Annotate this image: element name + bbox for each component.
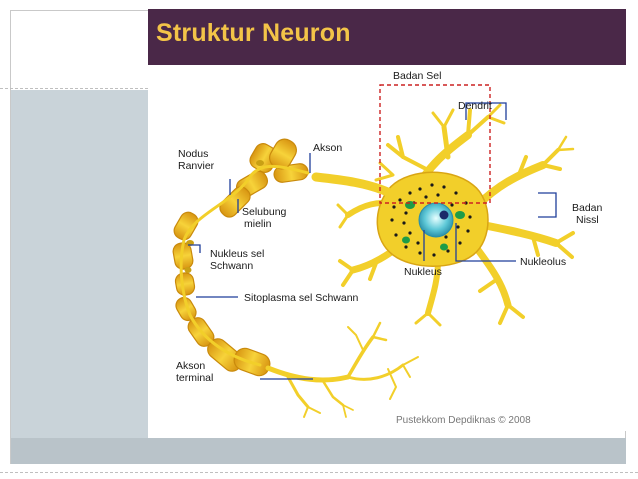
title-bar: Struktur Neuron <box>148 9 626 65</box>
cell-body-bracket <box>379 84 491 204</box>
label-schwann: Schwann <box>210 260 253 272</box>
green-granules <box>402 201 465 251</box>
bottom-divider-line <box>0 472 638 473</box>
label-selubung: Selubung <box>242 206 287 218</box>
label-lines <box>188 102 557 380</box>
label-dendrit: Dendrit <box>458 100 492 112</box>
axon-initial <box>311 172 395 198</box>
neuron-diagram: Badan Sel Dendrit Akson Nodus Ranvier Se… <box>148 65 626 431</box>
neuron-diagram-svg: Badan Sel Dendrit Akson Nodus Ranvier Se… <box>172 70 603 426</box>
label-nodus: Nodus <box>178 148 208 160</box>
divider-line <box>0 88 148 89</box>
bottom-strip <box>11 438 626 464</box>
label-nukleus-sel: Nukleus sel <box>210 248 264 260</box>
axon-terminal <box>265 321 419 418</box>
dendrites <box>336 103 575 327</box>
image-credit: Pustekkom Depdiknas © 2008 <box>396 415 531 426</box>
label-nukleus: Nukleus <box>404 266 442 278</box>
label-sitoplasma-sel-schwann: Sitoplasma sel Schwann <box>244 292 359 304</box>
label-badan: Badan <box>572 202 603 214</box>
label-akson-terminal-1: Akson <box>176 360 205 372</box>
label-ranvier: Ranvier <box>178 160 215 172</box>
label-badan-sel: Badan Sel <box>393 70 441 82</box>
label-nukleolus: Nukleolus <box>520 256 566 268</box>
label-nissl: Nissl <box>576 214 599 226</box>
slide-title: Struktur Neuron <box>156 19 351 47</box>
nucleolus <box>439 210 449 220</box>
left-side-panel <box>11 90 148 464</box>
diagram-labels: Badan Sel Dendrit Akson Nodus Ranvier Se… <box>176 70 603 426</box>
label-akson-terminal-2: terminal <box>176 372 213 384</box>
label-mielin: mielin <box>244 218 272 230</box>
axon-core <box>179 164 310 367</box>
label-akson: Akson <box>313 142 342 154</box>
